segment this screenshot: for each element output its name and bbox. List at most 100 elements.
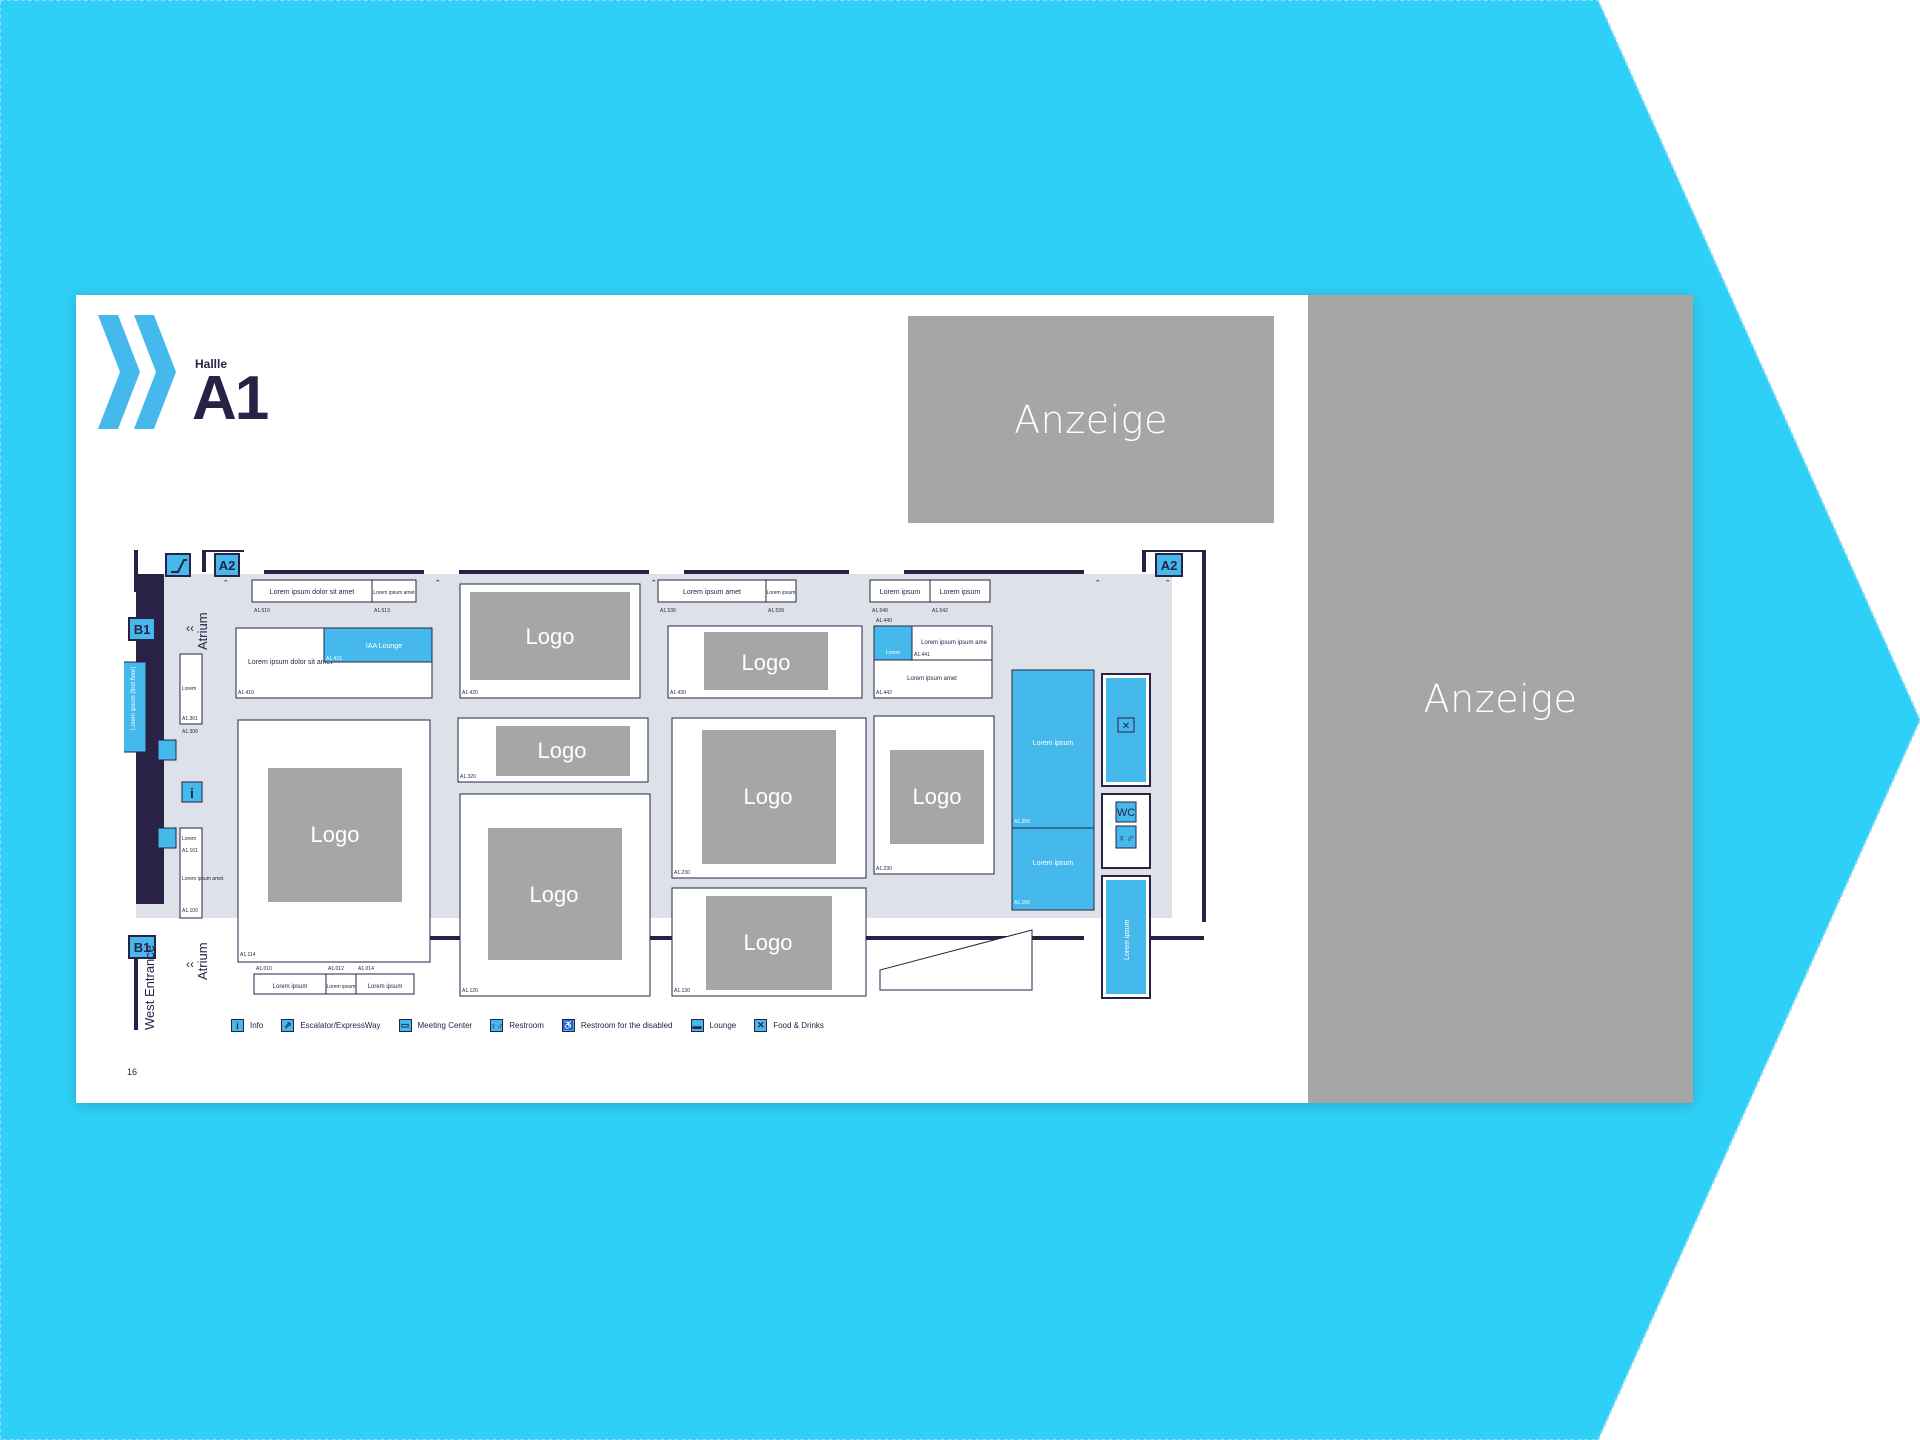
svg-text:Lorem ipsum amet: Lorem ipsum amet <box>373 590 415 596</box>
booth-a1-120[interactable]: Logo A1.120 <box>459 793 651 997</box>
west-entrance-label: West Entrance <box>142 945 157 1030</box>
legend-label: Meeting Center <box>417 1021 473 1030</box>
hall-label: Hallle <box>195 357 228 371</box>
booth-a1-230-right[interactable]: Logo A1.230 <box>873 715 995 875</box>
page-number: 16 <box>127 1067 138 1077</box>
map-legend: i Info ⇗ Escalator/ExpressWay ▭ Meeting … <box>231 1019 824 1032</box>
left-stair-block[interactable]: Lorem ipsum (first floor) <box>124 661 147 753</box>
svg-text:A1.012: A1.012 <box>328 966 344 972</box>
chevron-up-icon: ˆ <box>224 579 228 591</box>
svg-text:A1.320: A1.320 <box>460 774 476 780</box>
svg-text:Lorem ipsum: Lorem ipsum <box>1124 919 1131 960</box>
svg-text:Lorem ipsum: Lorem ipsum <box>273 984 308 990</box>
svg-text:Lorem ipsum dolor sit amet: Lorem ipsum dolor sit amet <box>270 589 354 596</box>
svg-text:B1: B1 <box>134 940 151 955</box>
booth-a1-542[interactable]: Lorem ipsum A1.542 <box>929 579 991 614</box>
atrium-top-label: Atrium <box>195 612 210 650</box>
svg-text:A1.540: A1.540 <box>872 608 888 614</box>
svg-text:Logo: Logo <box>538 738 587 763</box>
booth-a1-420[interactable]: Logo A1.420 <box>459 583 641 699</box>
booth-a1-415[interactable]: IAA Lounge A1.415 <box>323 627 433 663</box>
svg-text:Lorem ipsum: Lorem ipsum <box>880 589 921 596</box>
accessible-icon: WC <box>1115 801 1137 823</box>
atrium-bottom-label: Atrium <box>195 942 210 980</box>
floor-plan: A2 A2 B1 B1 Atrium Atrium West Entrance … <box>124 550 1206 1030</box>
booth-a1-441[interactable]: Lorem ipsum ipsum ame A1.441 <box>911 625 993 661</box>
svg-text:B1: B1 <box>134 622 151 637</box>
svg-text:♀♂: ♀♂ <box>1118 833 1135 845</box>
ad-top-label: Anzeige <box>1014 397 1168 442</box>
restroom-icon <box>157 739 177 849</box>
svg-text:A1.250: A1.250 <box>1014 819 1030 825</box>
booth-a1-250[interactable]: Lorem ipsum A1.250 <box>1011 669 1095 829</box>
gate-a2-left[interactable]: A2 <box>214 553 240 577</box>
svg-text:Lorem ipsum amet: Lorem ipsum amet <box>182 876 224 882</box>
booth-a1-010[interactable]: Lorem ipsum A1.010 <box>253 966 327 995</box>
booth-a1-114[interactable]: Logo A1.114 <box>237 719 431 963</box>
svg-text:A1.420: A1.420 <box>462 690 478 696</box>
food-icon: ✕ <box>754 1019 768 1032</box>
booth-a1-320[interactable]: Logo A1.320 <box>457 717 649 783</box>
restroom-icon: ♀♂ <box>489 1019 504 1032</box>
chevron-left-icon: ‹‹ <box>186 957 194 971</box>
meeting-icon: ▭ <box>398 1019 412 1032</box>
svg-text:Lorem ipsum: Lorem ipsum <box>767 590 796 596</box>
svg-text:Lorem: Lorem <box>886 650 900 656</box>
legend-item-meeting: ▭ Meeting Center <box>398 1019 473 1032</box>
svg-text:A1.010: A1.010 <box>256 966 272 972</box>
right-stair-block[interactable]: Lorem ipsum <box>1106 880 1146 994</box>
booth-a1-510[interactable]: Lorem ipsum dolor sit amet A1.510 <box>251 579 373 614</box>
svg-text:A1.100: A1.100 <box>182 908 198 914</box>
legend-label: Food & Drinks <box>773 1021 824 1030</box>
svg-text:A1.440: A1.440 <box>876 618 892 624</box>
chevron-up-icon: ˆ <box>1096 579 1100 591</box>
booth-a1-513[interactable]: Lorem ipsum amet A1.513 <box>371 579 417 614</box>
booth-a1-101[interactable] <box>179 827 203 919</box>
info-icon: i <box>181 781 203 803</box>
svg-text:A1.230: A1.230 <box>674 870 690 876</box>
booth-a1-150[interactable]: Lorem ipsum A1.150 <box>1011 827 1095 911</box>
ad-side[interactable]: Anzeige <box>1308 295 1693 1103</box>
booth-a1-540[interactable]: Lorem ipsum A1.540 <box>869 579 931 614</box>
svg-text:A1.150: A1.150 <box>1014 900 1030 906</box>
escalator-icon <box>165 553 191 577</box>
escalator-icon: ⇗ <box>281 1019 295 1032</box>
svg-text:Lorem: Lorem <box>182 836 196 842</box>
svg-text:A1.230: A1.230 <box>876 866 892 872</box>
svg-text:Lorem ipsum: Lorem ipsum <box>327 984 356 990</box>
legend-item-escalator: ⇗ Escalator/ExpressWay <box>281 1019 381 1032</box>
svg-text:Logo: Logo <box>744 784 793 809</box>
gate-a2-right[interactable]: A2 <box>1155 553 1183 577</box>
booth-a1-230-center[interactable]: Logo A1.230 <box>671 717 867 879</box>
booth-a1-012[interactable]: Lorem ipsum A1.012 <box>325 966 357 995</box>
svg-text:A2: A2 <box>219 558 236 573</box>
ramp-area <box>879 929 1033 991</box>
food-icon: ✕ <box>1117 717 1135 733</box>
chevron-logo-icon <box>98 315 176 429</box>
svg-text:A1.536: A1.536 <box>660 608 676 614</box>
booth-a1-430[interactable]: Logo A1.430 <box>667 625 863 699</box>
accessible-icon: ♿ <box>561 1019 575 1032</box>
chevron-left-icon: ‹‹ <box>186 621 194 635</box>
legend-item-food: ✕ Food & Drinks <box>754 1019 824 1032</box>
svg-text:Logo: Logo <box>311 822 360 847</box>
svg-text:Lorem ipsum: Lorem ipsum <box>368 984 403 990</box>
booth-a1-014[interactable]: Lorem ipsum A1.014 <box>355 966 415 995</box>
booth-a1-301[interactable] <box>179 653 203 725</box>
svg-text:A1.130: A1.130 <box>674 988 690 994</box>
gate-b1-bottom[interactable]: B1 <box>128 935 156 959</box>
svg-text:Lorem ipsum dolor sit amet: Lorem ipsum dolor sit amet <box>248 659 332 666</box>
svg-text:i: i <box>190 785 194 801</box>
ad-top[interactable]: Anzeige <box>908 316 1274 523</box>
gate-b1-top[interactable]: B1 <box>128 617 156 641</box>
svg-text:Logo: Logo <box>530 882 579 907</box>
hall-title: A1 <box>192 364 269 433</box>
svg-text:Lorem ipsum: Lorem ipsum <box>940 589 981 596</box>
svg-text:Logo: Logo <box>526 624 575 649</box>
svg-text:Lorem: Lorem <box>182 686 196 692</box>
booth-a1-130[interactable]: Logo A1.130 <box>671 887 867 997</box>
booth-a1-442[interactable]: Lorem ipsum amet A1.442 <box>873 659 993 699</box>
legend-label: Info <box>250 1021 264 1030</box>
legend-item-lounge: ▬ Lounge <box>690 1019 736 1032</box>
booth-a1-539[interactable]: Lorem ipsum A1.539 <box>765 579 797 614</box>
